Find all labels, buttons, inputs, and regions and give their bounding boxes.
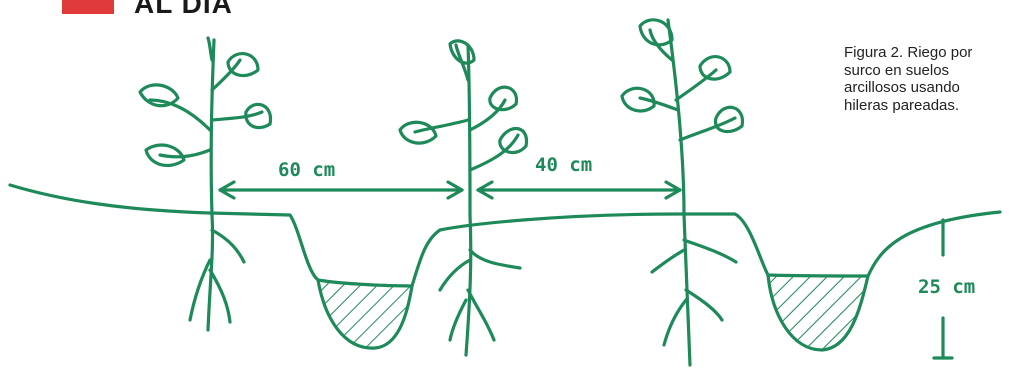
caption-line: Figura 2. Riego por bbox=[844, 44, 1004, 62]
dim-label-depth: 25 cm bbox=[918, 276, 975, 298]
plant-right bbox=[622, 20, 742, 365]
plant-left bbox=[140, 38, 271, 330]
soil-surface bbox=[10, 185, 1000, 286]
caption-line: arcillosos usando bbox=[844, 79, 1004, 97]
caption-line: surco en suelos bbox=[844, 62, 1004, 80]
caption-line: hileras pareadas. bbox=[844, 97, 1004, 115]
plant-middle bbox=[400, 41, 527, 355]
dim-label-40: 40 cm bbox=[535, 154, 592, 176]
dim-label-60: 60 cm bbox=[278, 159, 335, 181]
figure-caption: Figura 2. Riego por surco en suelos arci… bbox=[844, 44, 1004, 114]
